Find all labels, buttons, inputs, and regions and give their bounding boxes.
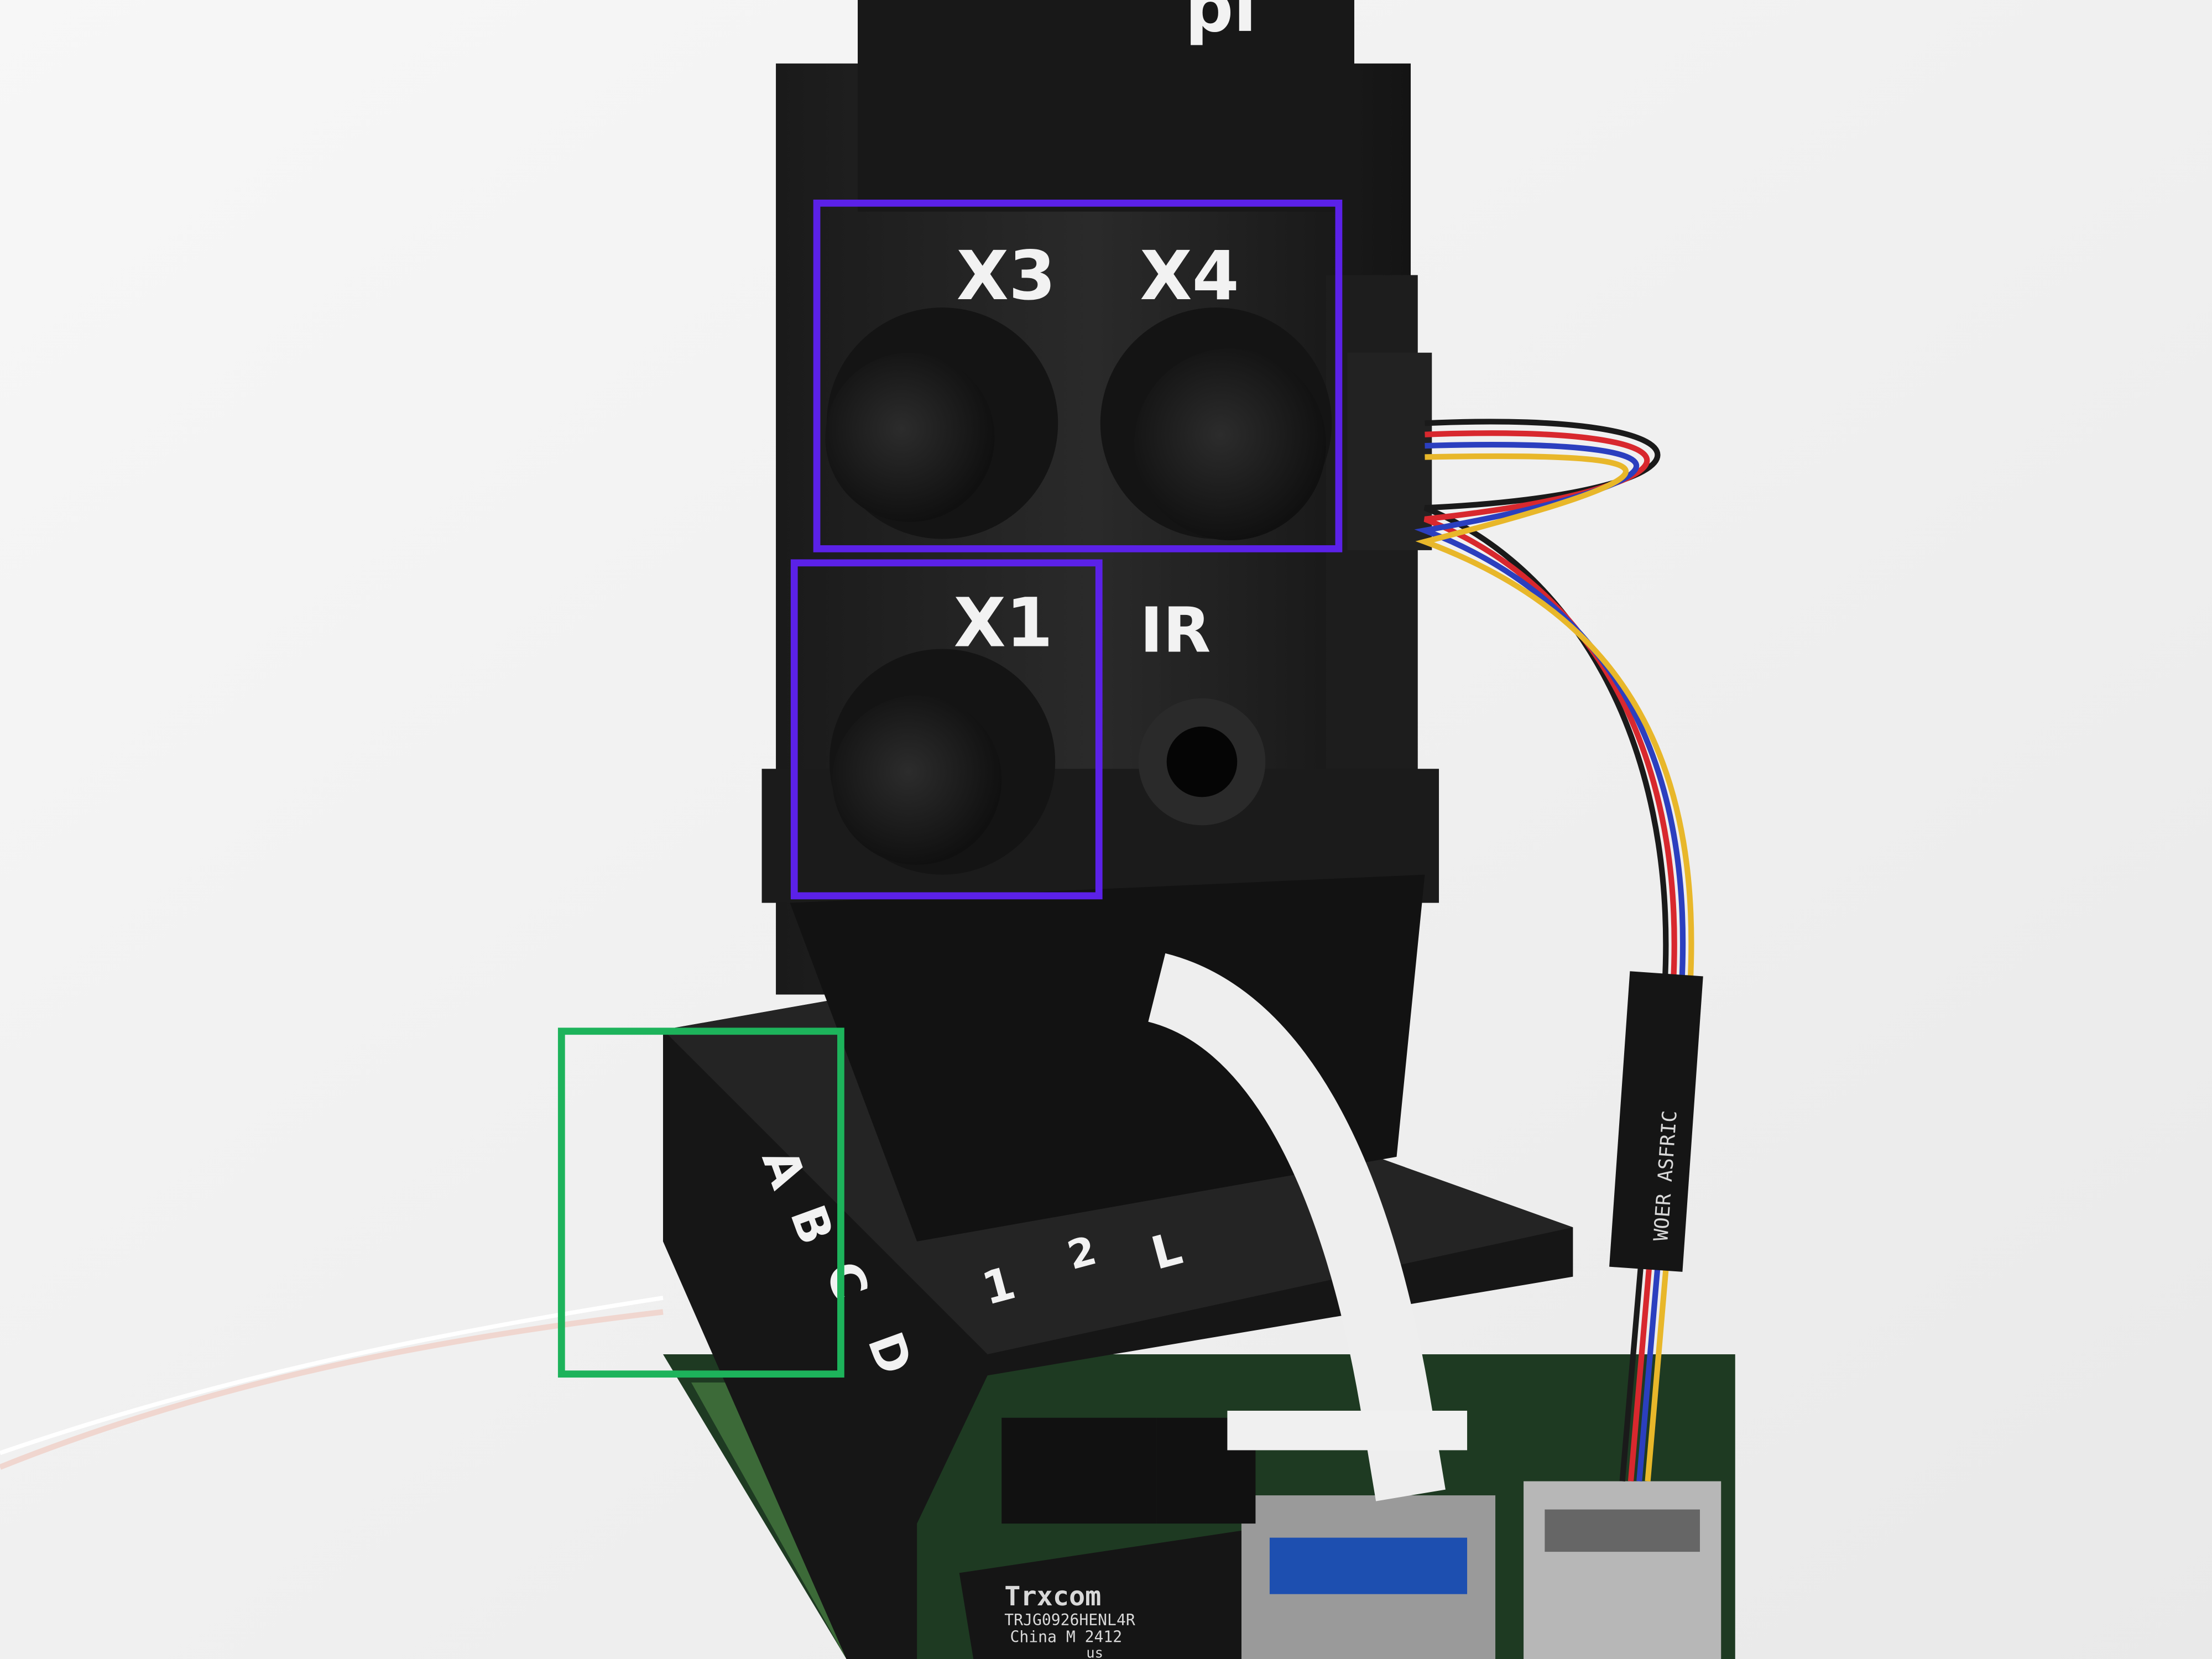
highlight-box-connector: [557, 1027, 844, 1378]
chip-brand: Trxcom: [1004, 1581, 1101, 1612]
cable-sleeve: WOER ASFRIC: [1609, 971, 1703, 1272]
usb-port-silver: [1524, 1481, 1721, 1659]
highlight-box-x3-x4: [813, 199, 1343, 552]
ribbon-connector: [1227, 1411, 1468, 1451]
side-connector: [1347, 352, 1432, 550]
highlight-box-x1: [790, 559, 1103, 900]
chip-origin: China M 2412: [1010, 1627, 1123, 1646]
wire-bundle: [1414, 419, 1694, 1482]
ribbon-cable: [1147, 953, 1446, 1501]
chip-mark: us: [1086, 1645, 1103, 1659]
header-connector: [1001, 1417, 1157, 1524]
x1-port-cap: [832, 695, 1002, 865]
label-x4: X4: [1140, 236, 1239, 315]
x4-port-cap: [1134, 348, 1326, 541]
ethernet-jack: Trxcom TRJG0926HENL4R China M 2412 us: [959, 1530, 1241, 1659]
label-x3: X3: [957, 236, 1056, 315]
label-x1: X1: [953, 583, 1053, 662]
top-logo-text: pi: [1185, 0, 1257, 47]
chip-part: TRJG0926HENL4R: [1004, 1611, 1135, 1629]
label-ir: IR: [1140, 595, 1211, 667]
top-cylinder: [858, 0, 1354, 212]
x3-port-cap: [825, 352, 995, 522]
